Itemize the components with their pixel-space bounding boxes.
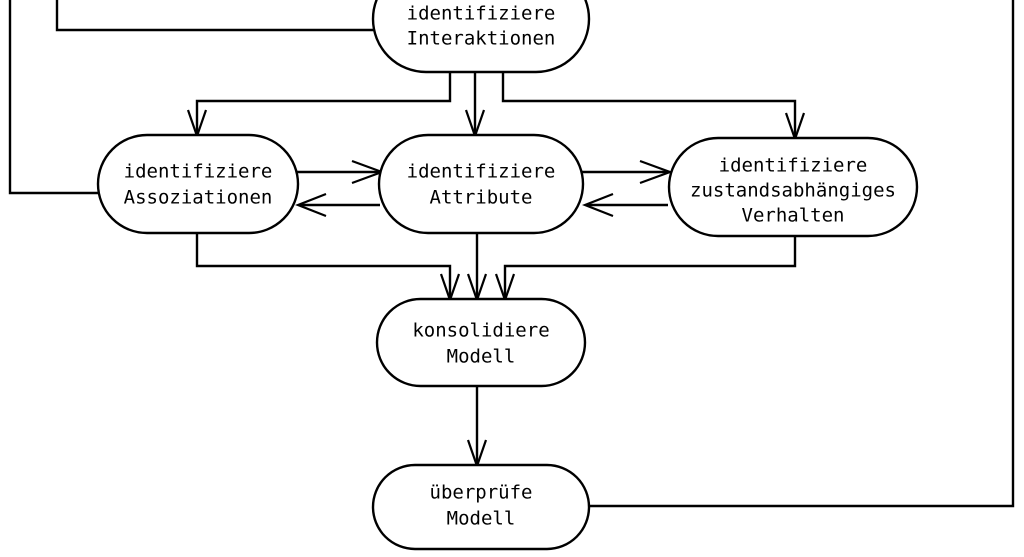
arrowhead-attribute-to-assoziationen [294, 192, 327, 218]
node-ueberpruefe-modell[interactable]: überprüfe Modell [371, 463, 591, 551]
node-label-verhalten-line1: identifiziere [719, 155, 868, 177]
edge-interaktionen-to-assoziationen [195, 72, 452, 134]
edge-verhalten-to-konsolidiere [503, 236, 797, 298]
edge-offscreen-left-to-assoziationen [8, 0, 100, 195]
node-shape-interaktionen [371, 0, 591, 74]
node-label-interaktionen-line2: Interaktionen [407, 28, 556, 50]
edge-ueberpruefe-feedback-right [588, 0, 1015, 508]
node-label-konsolidiere-line1: konsolidiere [412, 320, 549, 342]
node-label-assoziationen-line1: identifiziere [124, 161, 273, 183]
node-label-ueberpruefe-line1: überprüfe [430, 482, 533, 504]
node-identifiziere-assoziationen[interactable]: identifiziere Assoziationen [96, 133, 300, 235]
edge-interaktionen-to-verhalten [501, 72, 797, 137]
edge-assoziationen-to-konsolidiere [195, 232, 452, 298]
node-label-verhalten-line3: Verhalten [742, 205, 845, 227]
node-shape-verhalten [667, 136, 919, 238]
node-shape-ueberpruefe [371, 463, 591, 551]
node-label-attribute-line1: identifiziere [407, 161, 556, 183]
node-identifiziere-zustandsabhaengiges-verhalten[interactable]: identifiziere zustandsabhängiges Verhalt… [667, 136, 919, 238]
node-label-verhalten-line2: zustandsabhängiges [690, 180, 896, 202]
node-label-interaktionen-line1: identifiziere [407, 3, 556, 25]
node-identifiziere-interaktionen[interactable]: identifiziere Interaktionen [371, 0, 591, 74]
node-identifiziere-attribute[interactable]: identifiziere Attribute [377, 133, 585, 235]
node-label-assoziationen-line2: Assoziationen [124, 187, 273, 209]
edge-group [8, 0, 1015, 508]
arrowhead-verhalten-to-attribute [581, 192, 614, 218]
node-shape-assoziationen [96, 133, 300, 235]
node-label-attribute-line2: Attribute [430, 187, 533, 209]
node-shape-konsolidiere [375, 297, 587, 388]
node-shape-attribute [377, 133, 585, 235]
node-label-konsolidiere-line2: Modell [447, 346, 516, 368]
edge-interaktionen-feedback-left [55, 0, 375, 32]
node-konsolidiere-modell[interactable]: konsolidiere Modell [375, 297, 587, 388]
node-label-ueberpruefe-line2: Modell [447, 508, 516, 530]
